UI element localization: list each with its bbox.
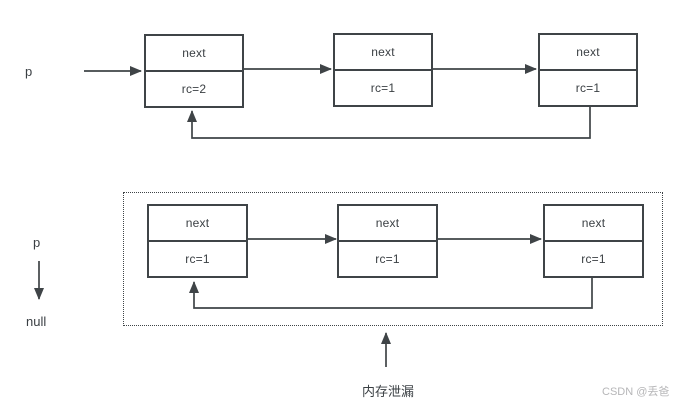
node-next-label: next <box>185 216 210 230</box>
pointer-p-label-top: p <box>25 64 33 79</box>
leaked-memory-region <box>123 192 663 326</box>
list-node-3-bottom: next rc=1 <box>543 204 644 278</box>
null-label: null <box>26 314 47 329</box>
node-next-label: next <box>576 45 600 59</box>
node-rc-value: rc=1 <box>540 69 636 105</box>
node-next-label: next <box>182 46 206 60</box>
pointer-p-label-bottom: p <box>33 235 41 250</box>
list-node-1-bottom: next rc=1 <box>147 204 248 278</box>
node-next-label: next <box>371 45 395 59</box>
node-rc-value: rc=1 <box>339 240 436 276</box>
csdn-watermark: CSDN @丢爸 <box>602 386 670 398</box>
node-rc-value: rc=1 <box>149 240 246 276</box>
list-node-2-top: next rc=1 <box>333 33 433 107</box>
list-node-3-top: next rc=1 <box>538 33 638 107</box>
node-next-label: next <box>581 216 606 230</box>
node-rc-value: rc=1 <box>335 69 431 105</box>
node-rc-value: rc=1 <box>545 240 642 276</box>
list-node-2-bottom: next rc=1 <box>337 204 438 278</box>
arrow-node3-loop-to-node1-top <box>187 104 591 139</box>
list-node-1-top: next rc=2 <box>144 34 244 108</box>
memory-leak-annotation: 内存泄漏 <box>361 384 414 399</box>
node-next-label: next <box>375 216 400 230</box>
node-rc-value: rc=2 <box>146 70 242 106</box>
